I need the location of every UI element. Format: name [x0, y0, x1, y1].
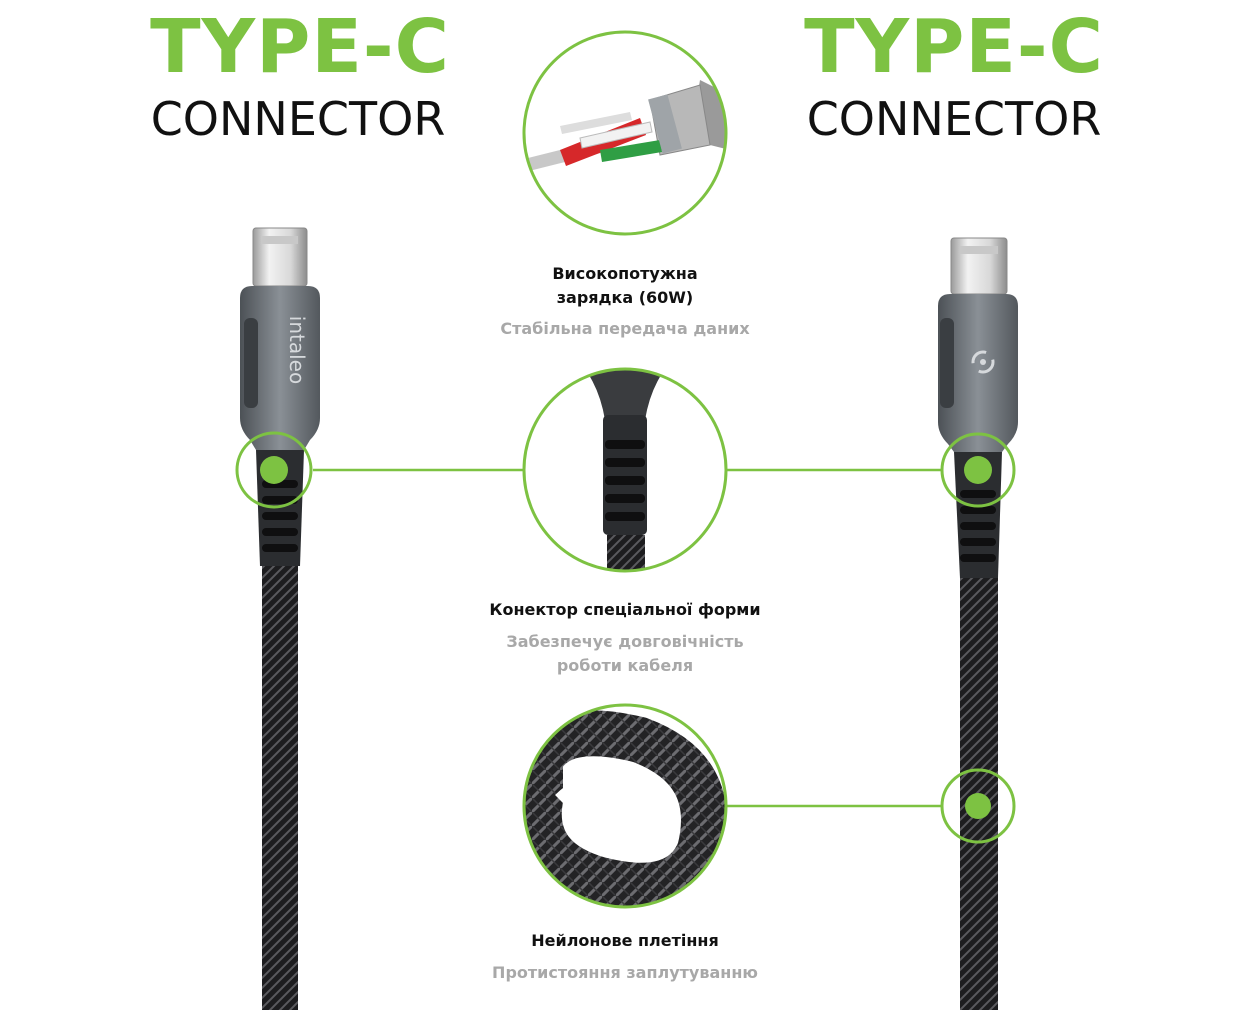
callout-lines	[313, 468, 942, 808]
feature-3-subtitle: Протистояння заплутуванню	[492, 963, 758, 982]
callout-marker-left	[235, 431, 313, 509]
right-cable	[938, 237, 1018, 1010]
feature-1-title: Високопотужна зарядка (60W)	[552, 264, 698, 307]
feature-2-title: Конектор спеціальної форми	[489, 600, 761, 619]
brand-label: intaleo	[285, 316, 309, 384]
detail-circle-connector	[522, 367, 728, 573]
detail-circle-wires	[522, 30, 728, 236]
left-cable	[240, 227, 320, 1010]
right-type-c-heading: TYPE-C	[804, 4, 1104, 90]
right-connector-heading: CONNECTOR	[806, 92, 1102, 146]
callout-marker-right-braid	[940, 768, 1016, 844]
feature-2-subtitle: Забезпечує довговічність роботи кабеля	[506, 632, 744, 675]
brand-logo-icon	[971, 350, 995, 374]
callout-marker-right-connector	[940, 432, 1016, 508]
feature-3-title: Нейлонове плетіння	[531, 931, 719, 950]
left-type-c-heading: TYPE-C	[150, 4, 450, 90]
left-connector-heading: CONNECTOR	[150, 92, 446, 146]
detail-circle-braid	[522, 703, 728, 909]
feature-1-subtitle: Стабільна передача даних	[500, 319, 750, 338]
